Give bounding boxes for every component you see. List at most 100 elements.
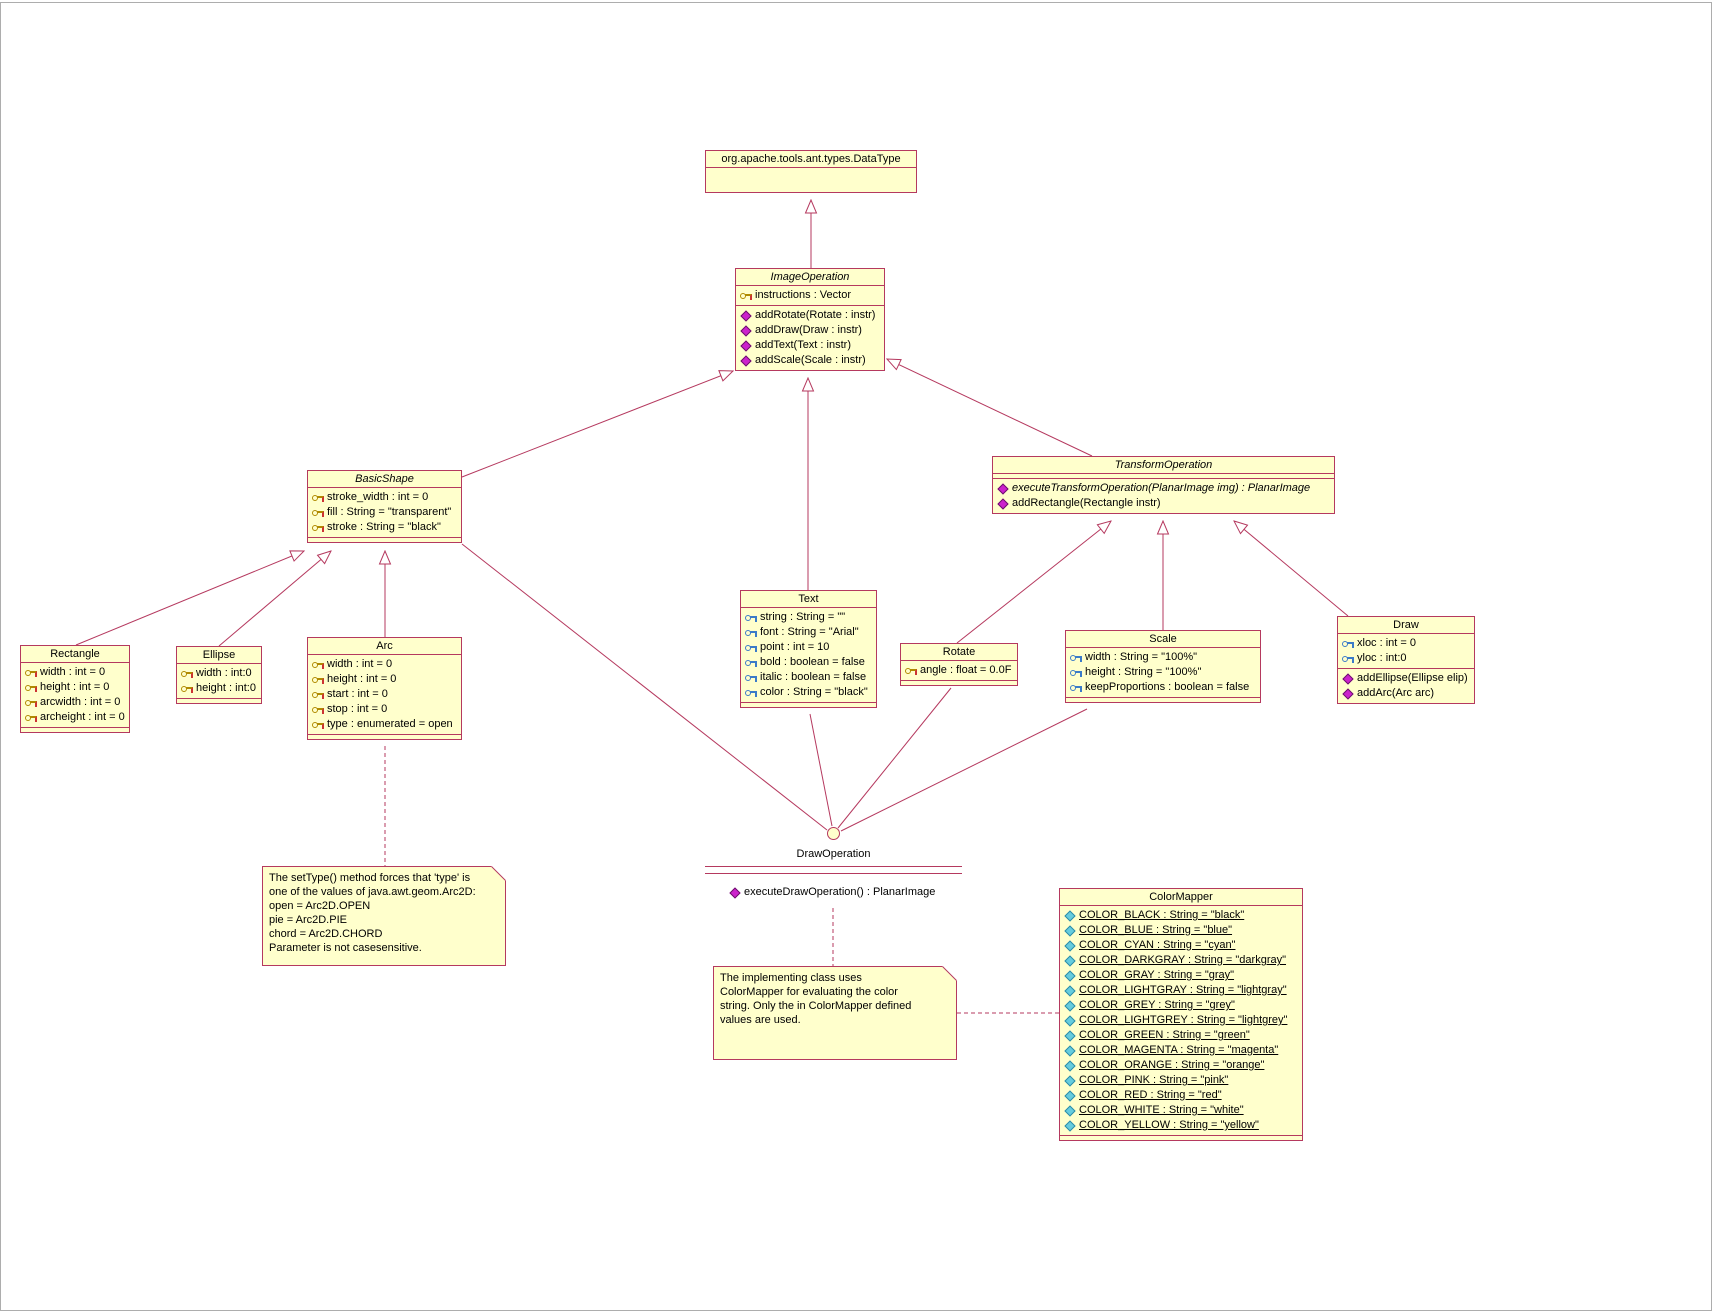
attribute-text: bold : boolean = false [760, 656, 865, 668]
static-attribute-icon [1064, 910, 1075, 921]
method-text: addText(Text : instr) [755, 339, 851, 351]
class-colormapper: ColorMapper COLOR_BLACK : String = "blac… [1059, 888, 1303, 1141]
static-attribute-row: COLOR_RED : String = "red" [1062, 1088, 1300, 1103]
static-attribute-icon [1064, 1015, 1075, 1026]
note-text: The setType() method forces that 'type' … [269, 871, 499, 955]
class-datatype: org.apache.tools.ant.types.DataType [705, 150, 917, 193]
method-text: addArc(Arc arc) [1357, 687, 1435, 699]
attribute-row: stop : int = 0 [310, 702, 459, 717]
attribute-text: COLOR_MAGENTA : String = "magenta" [1079, 1044, 1279, 1056]
note-line: The implementing class uses [720, 972, 862, 984]
attribute-row: bold : boolean = false [743, 655, 874, 670]
class-imageoperation: ImageOperation instructions : Vector add… [735, 268, 885, 371]
attributes-compartment: angle : float = 0.0F [901, 661, 1017, 680]
class-rotate: Rotate angle : float = 0.0F [900, 643, 1018, 686]
blue-key-icon [745, 672, 757, 683]
static-attribute-icon [1064, 1105, 1075, 1116]
key-icon [312, 719, 324, 730]
key-icon [25, 697, 37, 708]
attribute-row: height : String = "100%" [1068, 665, 1258, 680]
method-icon [740, 355, 751, 366]
note-line: The setType() method forces that 'type' … [269, 872, 471, 884]
attributes-compartment: COLOR_BLACK : String = "black"COLOR_BLUE… [1060, 906, 1302, 1135]
realization-text-to-drawoperation [809, 713, 833, 827]
interface-method-row: executeDrawOperation() : PlanarImage [727, 885, 962, 900]
note-line: ColorMapper for evaluating the color [720, 986, 898, 998]
attribute-text: COLOR_LIGHTGREY : String = "lightgrey" [1079, 1014, 1288, 1026]
methods-compartment: executeTransformOperation(PlanarImage im… [993, 478, 1334, 513]
attribute-text: COLOR_BLUE : String = "blue" [1079, 924, 1233, 936]
method-icon [740, 340, 751, 351]
method-icon [1342, 673, 1353, 684]
key-icon [312, 659, 324, 670]
generalization-transformoperation-to-imageoperation [887, 359, 1093, 457]
attribute-text: COLOR_GREY : String = "grey" [1079, 999, 1235, 1011]
static-attribute-row: COLOR_GREY : String = "grey" [1062, 998, 1300, 1013]
note-line: chord = Arc2D.CHORD [269, 928, 383, 940]
blue-key-icon [1070, 667, 1082, 678]
note-line: values are used. [720, 1014, 801, 1026]
attribute-text: COLOR_RED : String = "red" [1079, 1089, 1222, 1101]
attribute-text: COLOR_LIGHTGRAY : String = "lightgray" [1079, 984, 1287, 996]
method-icon [740, 325, 751, 336]
empty-compartment [1066, 697, 1260, 702]
attribute-row: instructions : Vector [738, 288, 882, 303]
method-icon [1342, 688, 1353, 699]
blue-key-icon [745, 612, 757, 623]
blue-key-icon [745, 657, 757, 668]
empty-compartment [308, 537, 461, 542]
attribute-text: stroke_width : int = 0 [327, 491, 429, 503]
empty-compartment [1060, 1135, 1302, 1140]
attributes-compartment: width : String = "100%"height : String =… [1066, 648, 1260, 697]
attribute-row: type : enumerated = open [310, 717, 459, 732]
static-attribute-row: COLOR_WHITE : String = "white" [1062, 1103, 1300, 1118]
attribute-row: archeight : int = 0 [23, 710, 127, 725]
attribute-text: stop : int = 0 [327, 703, 388, 715]
static-attribute-icon [1064, 1060, 1075, 1071]
note-settype: The setType() method forces that 'type' … [262, 866, 506, 966]
attribute-row: width : int:0 [179, 666, 259, 681]
attribute-text: string : String = "" [760, 611, 846, 623]
class-name: Text [741, 591, 876, 608]
attribute-row: keepProportions : boolean = false [1068, 680, 1258, 695]
static-attribute-icon [1064, 1045, 1075, 1056]
attribute-row: color : String = "black" [743, 685, 874, 700]
attribute-text: width : int = 0 [327, 658, 393, 670]
static-attribute-row: COLOR_GREEN : String = "green" [1062, 1028, 1300, 1043]
attribute-text: instructions : Vector [755, 289, 851, 301]
attribute-row: font : String = "Arial" [743, 625, 874, 640]
method-text: addRectangle(Rectangle instr) [1012, 497, 1161, 509]
method-row: addEllipse(Ellipse elip) [1340, 671, 1472, 686]
key-icon [25, 712, 37, 723]
note-line: pie = Arc2D.PIE [269, 914, 347, 926]
method-icon [997, 483, 1008, 494]
static-attribute-icon [1064, 1000, 1075, 1011]
attribute-row: width : String = "100%" [1068, 650, 1258, 665]
class-name: Ellipse [177, 647, 261, 664]
class-name: BasicShape [308, 471, 461, 488]
empty-compartment [21, 727, 129, 732]
class-name: ColorMapper [1060, 889, 1302, 906]
attribute-row: start : int = 0 [310, 687, 459, 702]
class-name: Draw [1338, 617, 1474, 634]
generalization-rotate-to-transformoperation [956, 521, 1111, 644]
method-row: addRectangle(Rectangle instr) [995, 496, 1332, 511]
attribute-text: fill : String = "transparent" [327, 506, 452, 518]
key-icon [312, 704, 324, 715]
blue-key-icon [1342, 638, 1354, 649]
class-name: org.apache.tools.ant.types.DataType [706, 151, 916, 168]
methods-compartment: addEllipse(Ellipse elip)addArc(Arc arc) [1338, 668, 1474, 703]
class-transformoperation: TransformOperation executeTransformOpera… [992, 456, 1335, 514]
key-icon [181, 683, 193, 694]
empty-compartment [706, 168, 916, 192]
attribute-text: archeight : int = 0 [40, 711, 125, 723]
class-name: ImageOperation [736, 269, 884, 286]
attribute-text: type : enumerated = open [327, 718, 453, 730]
attribute-row: arcwidth : int = 0 [23, 695, 127, 710]
